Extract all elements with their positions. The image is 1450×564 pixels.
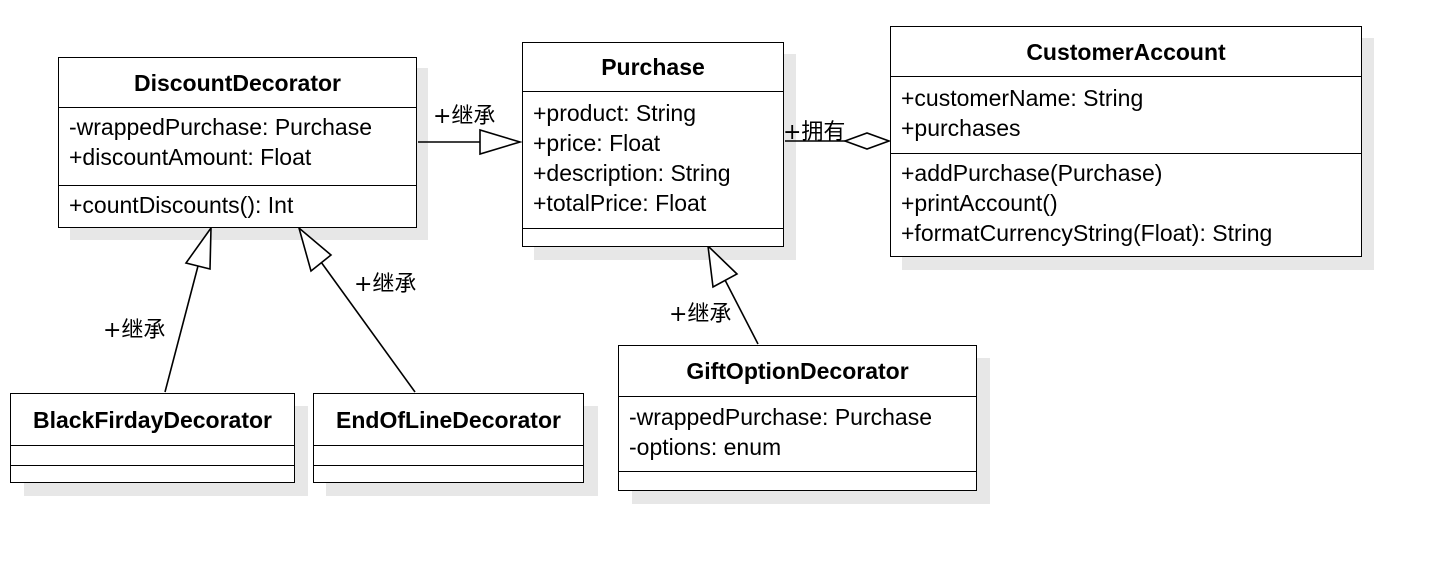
method: +countDiscounts(): Int <box>69 192 294 218</box>
class-name: GiftOptionDecorator <box>619 346 976 397</box>
attribute: +totalPrice: Float <box>533 190 707 216</box>
methods-section <box>523 228 783 245</box>
attribute: +product: String <box>533 100 697 126</box>
attribute: -wrappedPurchase: Purchase <box>69 114 372 140</box>
attributes-section: +product: String +price: Float +descript… <box>523 92 783 228</box>
methods-section <box>11 465 294 481</box>
attributes-section <box>314 446 583 465</box>
generalization-line-gift-purchase <box>724 279 759 345</box>
generalization-arrowhead-discount-1 <box>184 225 212 271</box>
attributes-section <box>11 446 294 465</box>
attributes-section: -wrappedPurchase: Purchase +discountAmou… <box>59 108 416 185</box>
attribute: +discountAmount: Float <box>69 144 312 170</box>
generalization-line-blackfriday-discount <box>164 265 199 393</box>
generalization-line-endofline-discount <box>320 261 416 393</box>
relation-label-gift-purchase: +继承 <box>669 302 732 327</box>
attributes-section: -wrappedPurchase: Purchase -options: enu… <box>619 397 976 471</box>
attribute: -options: enum <box>629 434 782 460</box>
attribute: +customerName: String <box>901 85 1144 111</box>
generalization-arrowhead-purchase <box>479 128 523 156</box>
class-purchase[interactable]: Purchase +product: String +price: Float … <box>522 42 784 247</box>
class-customer-account[interactable]: CustomerAccount +customerName: String +p… <box>890 26 1362 257</box>
attribute: -wrappedPurchase: Purchase <box>629 404 932 430</box>
methods-section <box>619 471 976 488</box>
generalization-arrowhead-purchase-2 <box>706 243 739 289</box>
class-end-of-line-decorator[interactable]: EndOfLineDecorator <box>313 393 584 483</box>
relation-label-endofline-discount: +继承 <box>354 272 417 297</box>
class-black-friday-decorator[interactable]: BlackFirdayDecorator <box>10 393 295 483</box>
class-name: BlackFirdayDecorator <box>11 394 294 446</box>
methods-section <box>314 465 583 481</box>
method: +addPurchase(Purchase) <box>901 160 1163 186</box>
aggregation-diamond <box>842 132 892 150</box>
methods-section: +countDiscounts(): Int <box>59 185 416 224</box>
method: +formatCurrencyString(Float): String <box>901 220 1273 246</box>
attribute: +description: String <box>533 160 731 186</box>
methods-section: +addPurchase(Purchase) +printAccount() +… <box>891 153 1361 252</box>
class-name: Purchase <box>523 43 783 92</box>
attribute: +price: Float <box>533 130 661 156</box>
method: +printAccount() <box>901 190 1058 216</box>
class-name: EndOfLineDecorator <box>314 394 583 446</box>
class-gift-option-decorator[interactable]: GiftOptionDecorator -wrappedPurchase: Pu… <box>618 345 977 491</box>
relation-label-blackfriday-discount: +继承 <box>103 318 166 343</box>
generalization-arrowhead-discount-2 <box>297 225 333 273</box>
relation-label-discount-purchase: +继承 <box>433 104 496 129</box>
class-name: CustomerAccount <box>891 27 1361 77</box>
class-name: DiscountDecorator <box>59 58 416 108</box>
class-discount-decorator[interactable]: DiscountDecorator -wrappedPurchase: Purc… <box>58 57 417 228</box>
attributes-section: +customerName: String +purchases <box>891 77 1361 153</box>
relation-label-customer-purchase: +拥有 <box>783 120 846 145</box>
attribute: +purchases <box>901 115 1021 141</box>
